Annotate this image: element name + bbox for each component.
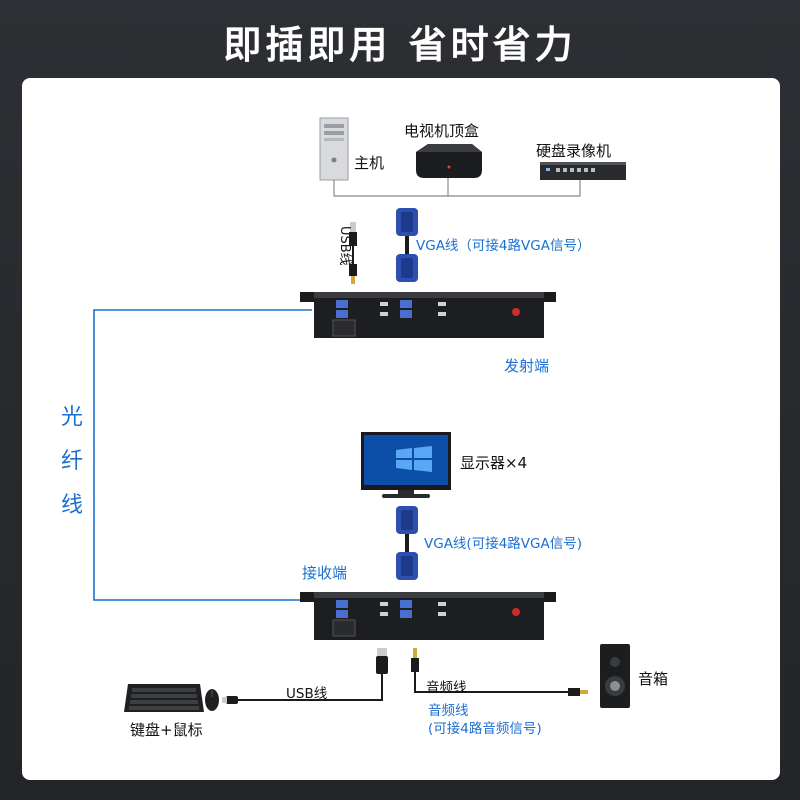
settop-box-icon: [416, 144, 482, 178]
host-label: 主机: [354, 154, 385, 172]
host-pc-icon: [319, 117, 349, 181]
usb-cable-top-label: USB线: [337, 226, 352, 266]
audio-cable-note: 音频线 (可接4路音频信号): [428, 702, 542, 738]
monitor-label: 显示器×4: [460, 454, 528, 472]
usb-cable-bottom-label: USB线: [286, 686, 328, 702]
vga-cable-top-label: VGA线（可接4路VGA信号）: [416, 238, 591, 254]
monitor-icon: [361, 432, 451, 498]
vga-cable-top-icon: [396, 208, 418, 282]
dvr-icon: [540, 162, 626, 180]
source-bus-line: [333, 178, 581, 197]
audio-cable-label: 音频线: [426, 680, 467, 696]
keyboard-icon: [124, 684, 204, 712]
transmitter-label: 发射端: [504, 357, 550, 375]
speaker-label: 音箱: [638, 670, 669, 688]
fiber-char-2: 纤: [60, 449, 83, 474]
fiber-line: [93, 309, 312, 601]
vga-cable-bottom-label: VGA线(可接4路VGA信号): [424, 536, 582, 552]
receiver-label: 接收端: [302, 564, 348, 582]
usb-cable-top-icon: [349, 222, 357, 284]
transmitter-device: [300, 292, 556, 338]
dvr-label: 硬盘录像机: [536, 142, 612, 160]
page-title: 即插即用 省时省力: [223, 23, 577, 67]
diagram-panel: [22, 78, 780, 780]
audio-note-line1: 音频线: [428, 703, 469, 719]
settop-box-label: 电视机顶盒: [404, 122, 480, 140]
audio-note-line2: (可接4路音频信号): [428, 721, 542, 737]
audio-jack-icon: [411, 648, 419, 672]
keyboard-mouse-label: 键盘+鼠标: [130, 721, 203, 739]
fiber-char-3: 线: [60, 493, 83, 518]
fiber-label: 光 纤 线: [58, 396, 86, 528]
speaker-icon: [600, 644, 630, 708]
receiver-device: [300, 592, 556, 640]
audio-cable-path: [414, 672, 588, 696]
vga-cable-bottom-icon: [396, 506, 418, 580]
usb-cable-path: [222, 674, 383, 704]
fiber-char-1: 光: [60, 405, 83, 430]
usb-plug-icon: [376, 648, 388, 674]
mouse-icon: [205, 689, 219, 711]
